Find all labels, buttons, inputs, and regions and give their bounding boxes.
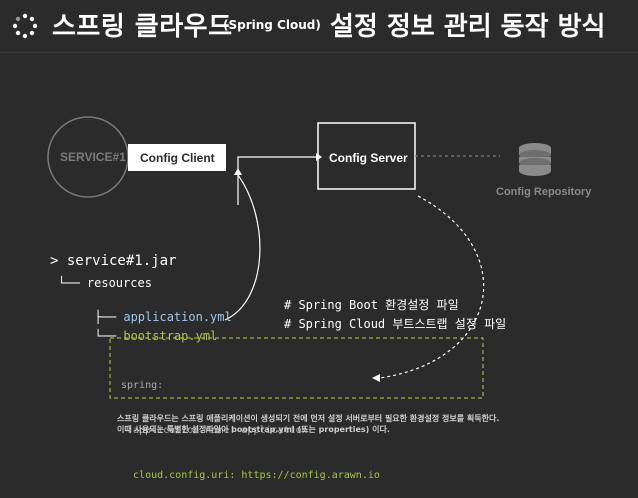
config-client-label: Config Client (140, 151, 215, 165)
application-comment: # Spring Boot 환경설정 파일 (284, 298, 459, 312)
tree-row-application: ├── application.yml (80, 296, 232, 324)
page-title-suffix: 설정 정보 관리 동작 방식 (330, 12, 606, 42)
yaml-snippet: spring: application.name: application cl… (121, 348, 380, 498)
client-to-server-arrow (237, 156, 316, 205)
tree-branch: ├── (94, 310, 124, 324)
loading-dots-icon (12, 13, 38, 39)
page-title: 스프링 클라우드 (52, 12, 233, 42)
config-client-box (128, 144, 226, 171)
database-icon (519, 143, 551, 176)
diagram-canvas (47, 116, 551, 399)
service-label: SERVICE#1 (60, 150, 126, 164)
yaml-dashed-box (109, 337, 484, 399)
yaml-line-spring: spring: (121, 380, 164, 391)
bootstrap-yml-file: bootstrap.yml (123, 329, 218, 343)
application-yml-file: application.yml (123, 310, 232, 324)
bootstrap-to-client-curve (224, 174, 261, 321)
config-server-label: Config Server (329, 151, 408, 165)
server-to-uri-curve (379, 195, 485, 379)
tree-branch: └── (94, 329, 124, 343)
yaml-line-app-name: application.name: application (121, 425, 308, 436)
footnote-line-2: 이때 사용되는 특별한 설정파일이 bootstrap.yml (또는 prop… (117, 425, 390, 434)
bootstrap-comment: # Spring Cloud 부트스트랩 설정 파일 (284, 317, 507, 331)
title-divider (0, 52, 638, 53)
tree-row-bootstrap: └── bootstrap.yml (80, 315, 217, 343)
footnote-line-1: 스프링 클라우드는 스프링 애플리케이션이 생성되기 전에 먼저 설정 서버로부… (117, 414, 500, 423)
page-title-english: (Spring Cloud) (223, 18, 321, 32)
resources-folder: └── resources (58, 276, 152, 290)
footnote: 스프링 클라우드는 스프링 애플리케이션이 생성되기 전에 먼저 설정 서버로부… (117, 413, 499, 435)
jar-command: > service#1.jar (50, 253, 177, 269)
yaml-line-config-uri: cloud.config.uri: https://config.arawn.i… (121, 470, 380, 481)
config-repository-label: Config Repository (496, 186, 592, 198)
